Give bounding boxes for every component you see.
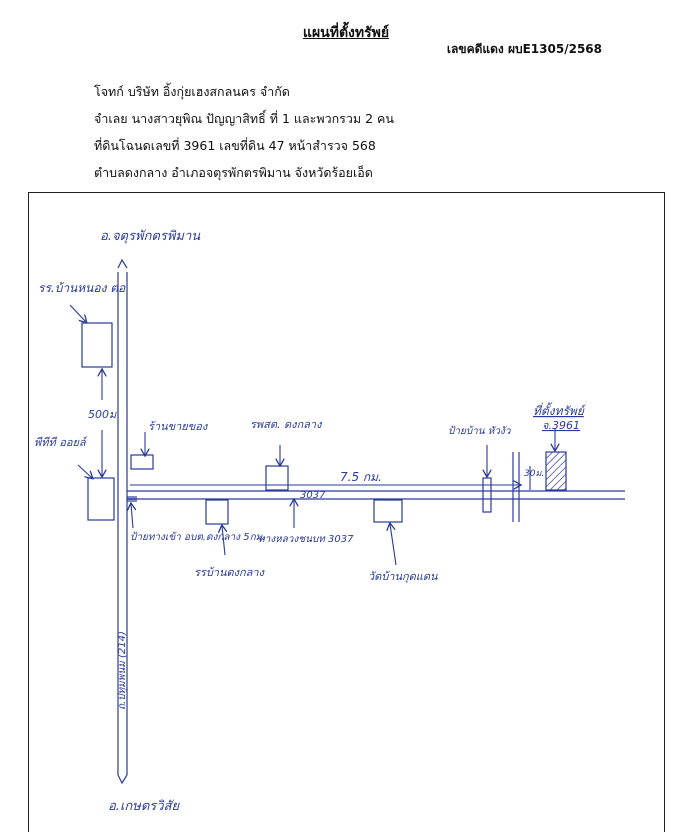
deed-line: ที่ดินโฉนดเลขที่ 3961 เลขที่ดิน 47 หน้าส…	[94, 138, 376, 153]
hospital-label: รพสต. ดงกลาง	[250, 418, 323, 431]
entrance-sign-label: ป้ายทางเข้า อบต.ดงกลาง 5กม.	[130, 531, 265, 543]
case-number: เลขคดีแดง ผบE1305/2568	[446, 42, 602, 56]
village-sign-post	[482, 477, 492, 513]
hospital-building	[265, 465, 289, 491]
south-arrow-icon	[117, 774, 128, 785]
distance-500m-label: 500ม	[88, 408, 117, 421]
ptt-station-label: พีทีที ออยล์	[34, 436, 89, 449]
temple-building	[373, 499, 403, 523]
highway-label: ถ.ปทุมพนม (214)	[117, 631, 128, 710]
top-destination-label: อ.จตุรพักตรพิมาน	[100, 229, 201, 244]
distance-road-label: 7.5 กม.	[340, 470, 382, 484]
north-arrow-icon	[117, 258, 128, 269]
school-dongklang-label: รรบ้านดงกลาง	[194, 566, 266, 579]
deed-label: จ.3961	[542, 419, 580, 432]
property-label: ที่ตั้งทรัพย์	[533, 402, 587, 418]
side-lane-line	[512, 452, 520, 522]
village-sign-label: ป้ายบ้าน หัวงัว	[448, 425, 512, 437]
school-north-label: รร.บ้านหนอง ตอ	[38, 281, 126, 295]
school-dongklang-building	[205, 499, 229, 525]
shop-building	[130, 454, 154, 470]
map-title: แผนที่ตั้งทรัพย์	[302, 25, 390, 41]
temple-label: วัดบ้านกุดแดน	[368, 570, 438, 583]
case-info-block: โจทก์ บริษัท อิ้งกุ่ยเฮงสกลนคร จำกัด จำเ…	[94, 78, 394, 186]
pointer-arrows	[69, 304, 555, 566]
ptt-station-building	[87, 477, 115, 521]
property-parcel	[545, 451, 567, 491]
side-distance-label: 30ม.	[524, 469, 544, 479]
location-line: ตำบลดงกลาง อำเภอจตุรพักตรพิมาน จังหวัดร้…	[94, 165, 373, 180]
road-3037-line	[127, 490, 625, 500]
road-number-label: 3037	[300, 490, 326, 501]
bottom-destination-label: อ.เกษตรวิสัย	[108, 799, 180, 814]
plaintiff-line: โจทก์ บริษัท อิ้งกุ่ยเฮงสกลนคร จำกัด	[94, 84, 290, 99]
shop-label: ร้านขายของ	[148, 420, 209, 433]
school-north-building	[81, 322, 113, 368]
defendant-line: จำเลย นางสาวยุพิณ ปัญญาสิทธิ์ ที่ 1 และพ…	[94, 111, 394, 126]
road-name-label: ทางหลวงชนบท 3037	[258, 534, 354, 545]
junction-marker	[127, 496, 137, 502]
highway-214-line	[117, 272, 128, 775]
map-frame	[28, 192, 665, 832]
